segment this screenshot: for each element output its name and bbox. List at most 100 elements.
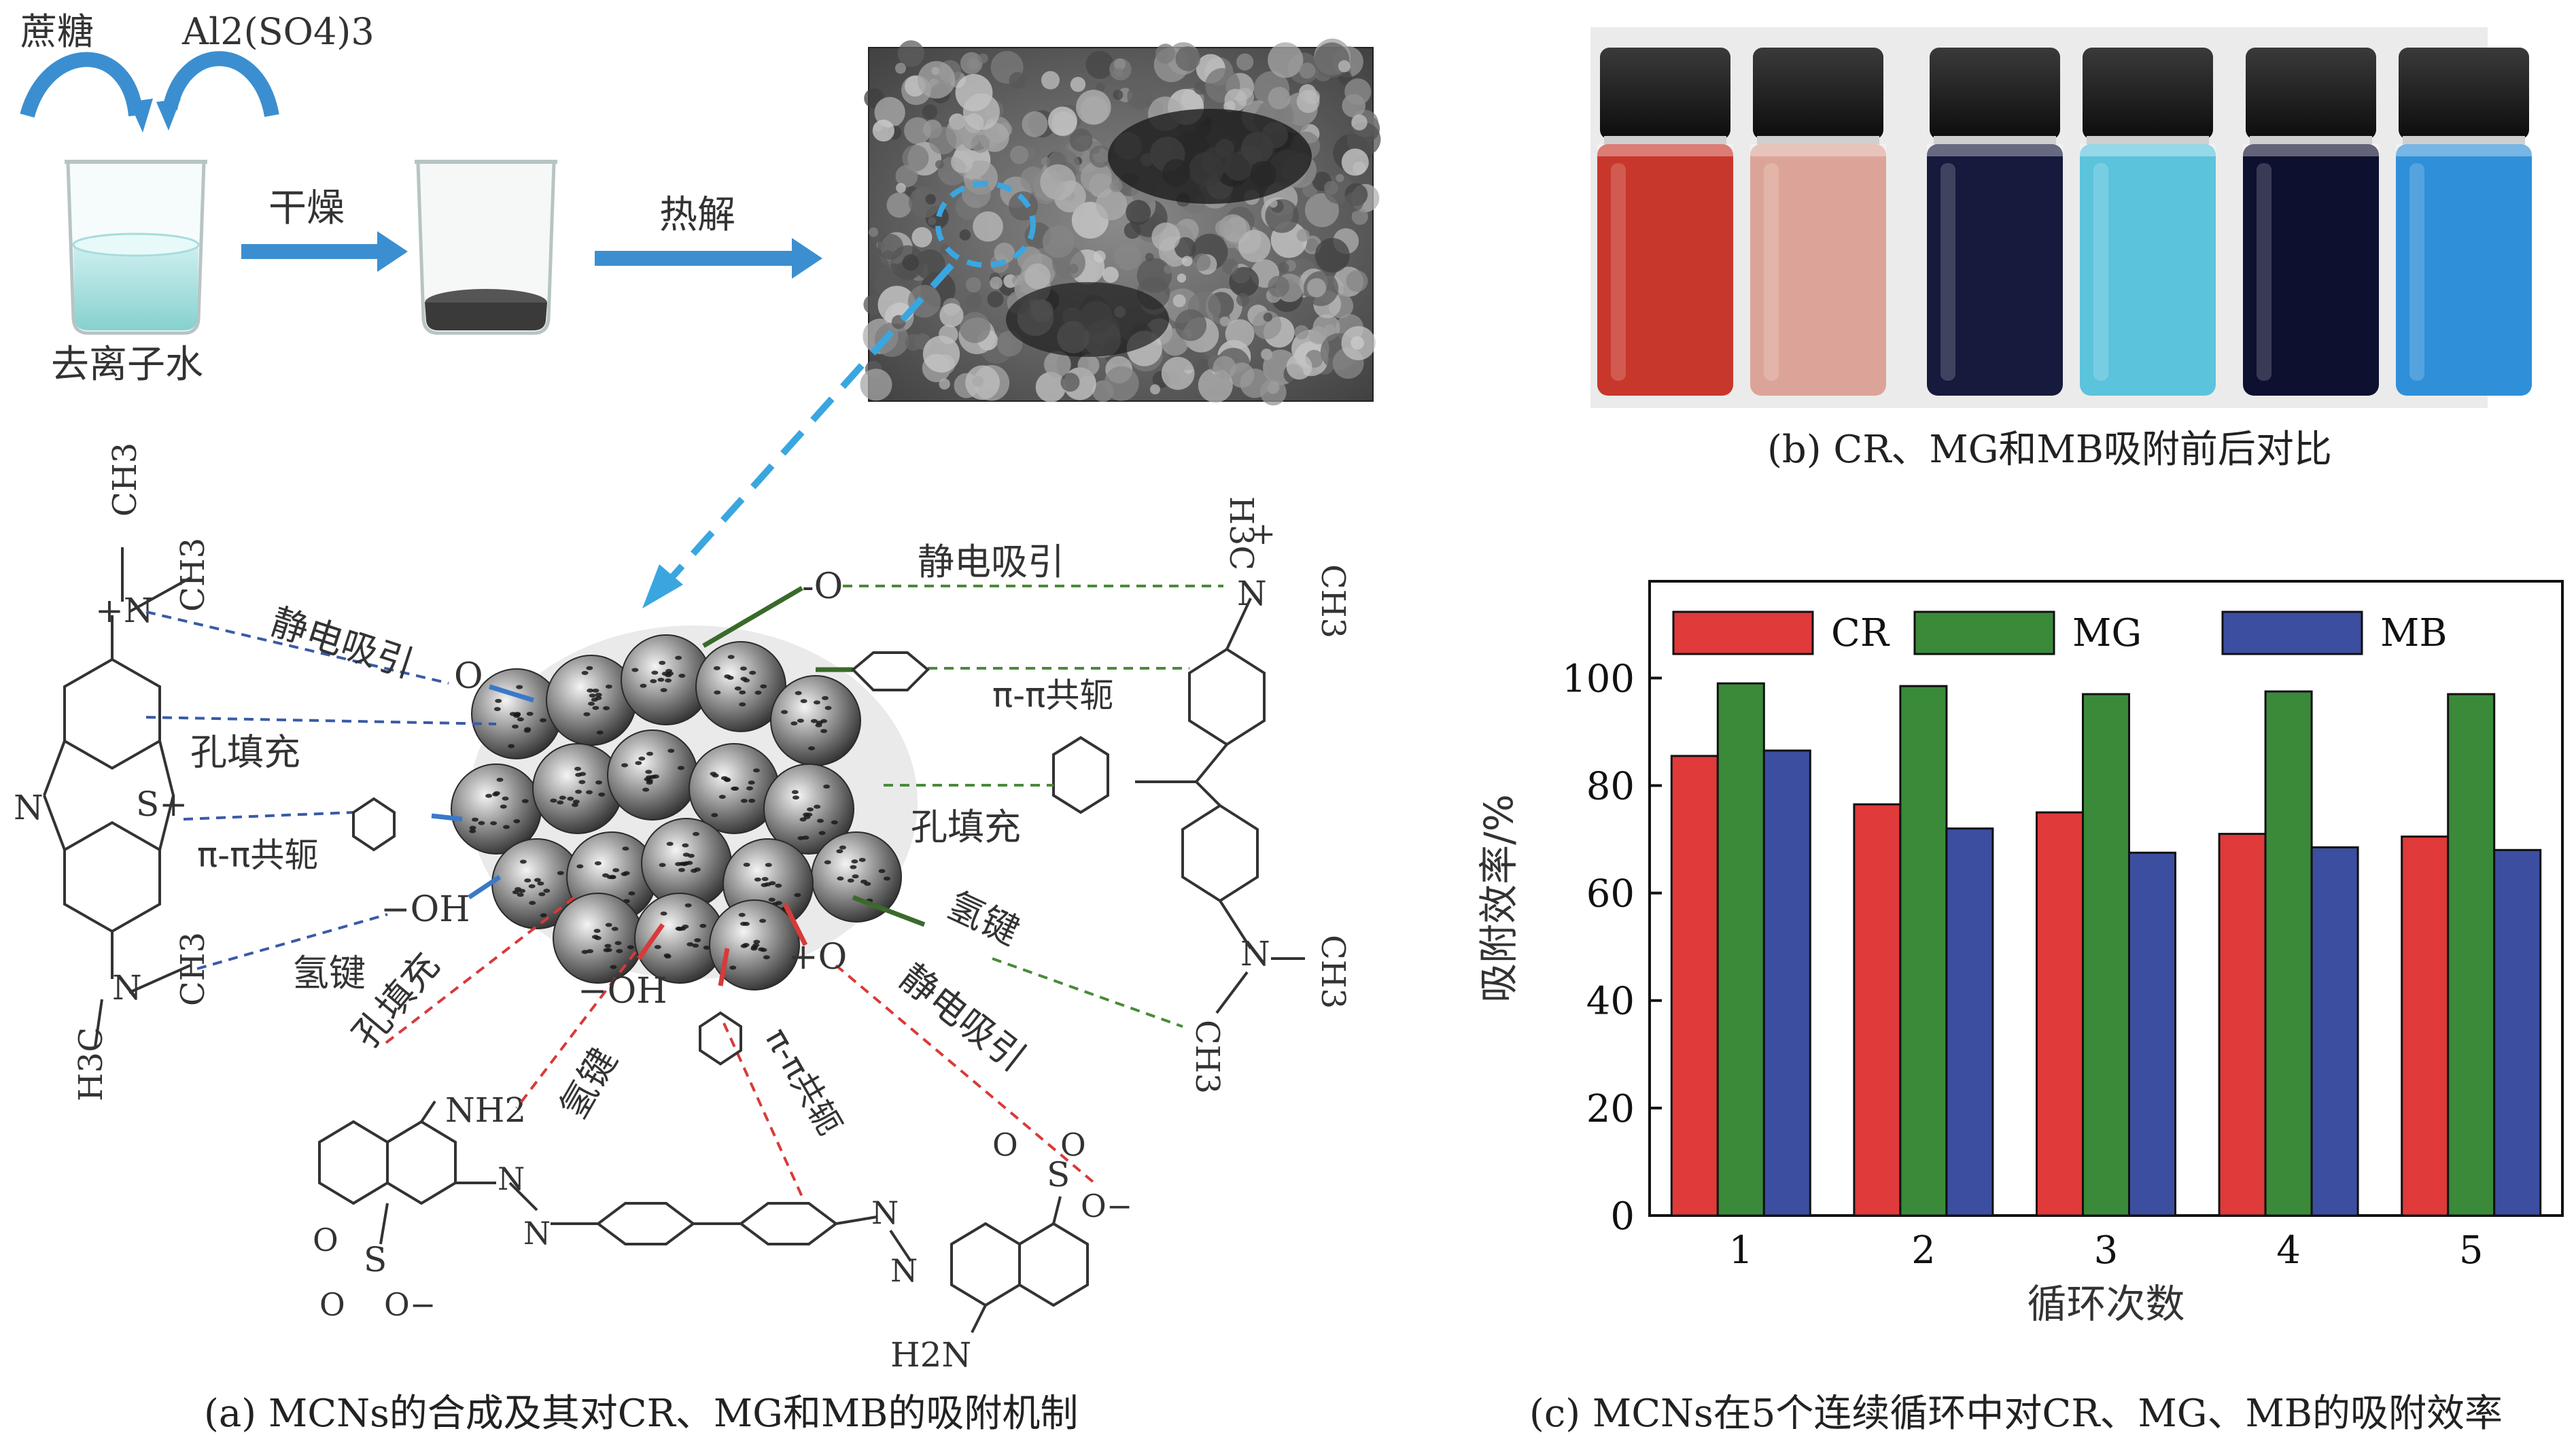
cr-pipi-label: π-π共轭	[758, 1022, 849, 1141]
y-axis-label: 吸附效率/%	[1476, 794, 1522, 1003]
bar-CR-2	[1853, 803, 1902, 1217]
beaker-dried-icon	[415, 160, 557, 335]
mb-electrostatic-label: 静电吸引	[266, 600, 419, 686]
aluminum-sulfate-label: Al2(SO4)3	[181, 10, 375, 53]
sucrose-arrow-icon	[20, 52, 143, 118]
vial-liquid	[1927, 144, 2063, 396]
vial-neck	[2087, 136, 2209, 145]
y-tick-label: 80	[1586, 764, 1635, 808]
vial-neck	[2250, 136, 2372, 145]
cr-h2n-label: H2N	[890, 1335, 971, 1375]
vial-cap	[2246, 48, 2376, 139]
mg-pore-label: 孔填充	[911, 806, 1021, 848]
x-tick-label: 4	[2276, 1228, 2301, 1273]
mg-hbond-label: 氢键	[941, 884, 1026, 954]
vial-glare	[2093, 163, 2108, 381]
zoom-arrow-head-icon	[642, 564, 683, 608]
dry-step-label: 干燥	[268, 186, 345, 230]
dry-arrow-head-icon	[377, 231, 408, 272]
cr-bond-lines	[637, 903, 808, 986]
x-tick-label: 3	[2094, 1228, 2119, 1273]
mb-pore-label: 孔填充	[190, 731, 300, 774]
alsulfate-arrow-icon	[162, 51, 279, 118]
mg-ch3-bottom: CH3	[1188, 1020, 1226, 1094]
bar-MB-3	[2128, 851, 2176, 1217]
beaker-water-icon	[65, 160, 207, 335]
bar-CR-5	[2401, 836, 2450, 1217]
cr-benzene-icon	[699, 1011, 742, 1066]
vial-2	[1750, 48, 1886, 396]
legend-swatch-CR	[1672, 610, 1814, 655]
bar-MB-4	[2310, 846, 2359, 1217]
vial-glare	[2257, 163, 2272, 381]
sem-highlight-circle	[935, 181, 1036, 268]
cr-hydroxyl-label: −OH	[578, 971, 667, 1012]
vial-neck	[1604, 136, 1726, 145]
vial-meniscus	[2080, 144, 2216, 156]
mcn-sphere-cluster-icon	[451, 625, 918, 991]
cr-o-left1: O	[313, 1222, 338, 1258]
cr-nh2-label: NH2	[445, 1090, 526, 1130]
mb-oxygen-label: O	[454, 656, 483, 697]
mg-pipi-label: π-π共轭	[992, 676, 1113, 715]
mg-benzene-icon	[851, 651, 930, 691]
mb-hydroxyl-label: −OH	[381, 889, 470, 930]
mb-n-plus: +N	[95, 591, 154, 630]
zoom-dashed-arrow-icon	[657, 262, 954, 594]
mb-hbond-label: 氢键	[292, 952, 366, 995]
panel-a: 蔗糖 Al2(SO4)3 去离子水 干燥 热解	[14, 10, 1381, 1436]
mg-interaction-lines	[843, 585, 1223, 1028]
mg-h3c: H3C	[1222, 496, 1260, 570]
panel-b-caption: (b) CR、MG和MB吸附前后对比	[1767, 428, 2332, 472]
vials-photo	[1597, 48, 2532, 396]
y-tick-label: 60	[1586, 872, 1635, 916]
x-axis-label: 循环次数	[2027, 1281, 2185, 1327]
vial-liquid	[1750, 144, 1886, 396]
cr-electrostatic-label: 静电吸引	[892, 956, 1034, 1080]
sucrose-arrow-head-icon	[129, 99, 153, 133]
vial-meniscus	[1750, 144, 1886, 156]
mb-n-amine: N	[112, 968, 142, 1008]
alsulfate-arrow-head-icon	[156, 99, 181, 131]
mg-n-amine: N	[1240, 934, 1270, 974]
vial-neck	[1757, 136, 1879, 145]
bar-CR-1	[1670, 755, 1719, 1217]
bar-MG-1	[1716, 682, 1765, 1217]
x-tick-label: 1	[1728, 1228, 1753, 1273]
mb-bond-lines	[431, 684, 535, 899]
vial-glare	[1940, 163, 1955, 381]
bar-MB-2	[1945, 827, 1994, 1217]
y-tick-label: 100	[1562, 657, 1635, 701]
cr-interaction-lines	[379, 896, 1096, 1197]
vial-liquid	[2396, 144, 2532, 396]
legend-swatch-MB	[2221, 610, 2363, 655]
mb-s-plus: S+	[136, 785, 188, 824]
mb-pipi-label: π-π共轭	[197, 836, 318, 875]
vial-cap	[1753, 48, 1883, 139]
cr-n1-label: N	[498, 1160, 525, 1197]
sucrose-label: 蔗糖	[20, 10, 94, 53]
vial-cap	[1600, 48, 1730, 139]
mg-ch3-top: CH3	[1314, 564, 1352, 638]
legend-swatch-MG	[1913, 610, 2055, 655]
mg-bond-lines	[702, 585, 926, 927]
cr-oxygen-label: +O	[788, 937, 847, 978]
bar-MB-1	[1762, 749, 1811, 1217]
y-tick-label: 40	[1586, 980, 1635, 1024]
mg-oxygen-label: -O	[802, 566, 843, 607]
vial-cap	[1930, 48, 2060, 139]
cr-s-right: S	[1047, 1155, 1070, 1194]
mg-ch3-right: CH3	[1314, 935, 1352, 1009]
mg-plus: +	[1251, 517, 1276, 551]
vial-cap	[2399, 48, 2529, 139]
vial-glare	[2409, 163, 2424, 381]
mb-ch3-bottom: CH3	[174, 932, 212, 1006]
cr-molecule-icon	[318, 1100, 1089, 1333]
cr-o-right3: O−	[1081, 1188, 1132, 1224]
vial-cap	[2083, 48, 2213, 139]
panel-c-caption: (c) MCNs在5个连续循环中对CR、MG、MB的吸附效率	[1529, 1392, 2503, 1436]
water-label: 去离子水	[51, 343, 203, 387]
y-tick-label: 20	[1586, 1087, 1635, 1131]
